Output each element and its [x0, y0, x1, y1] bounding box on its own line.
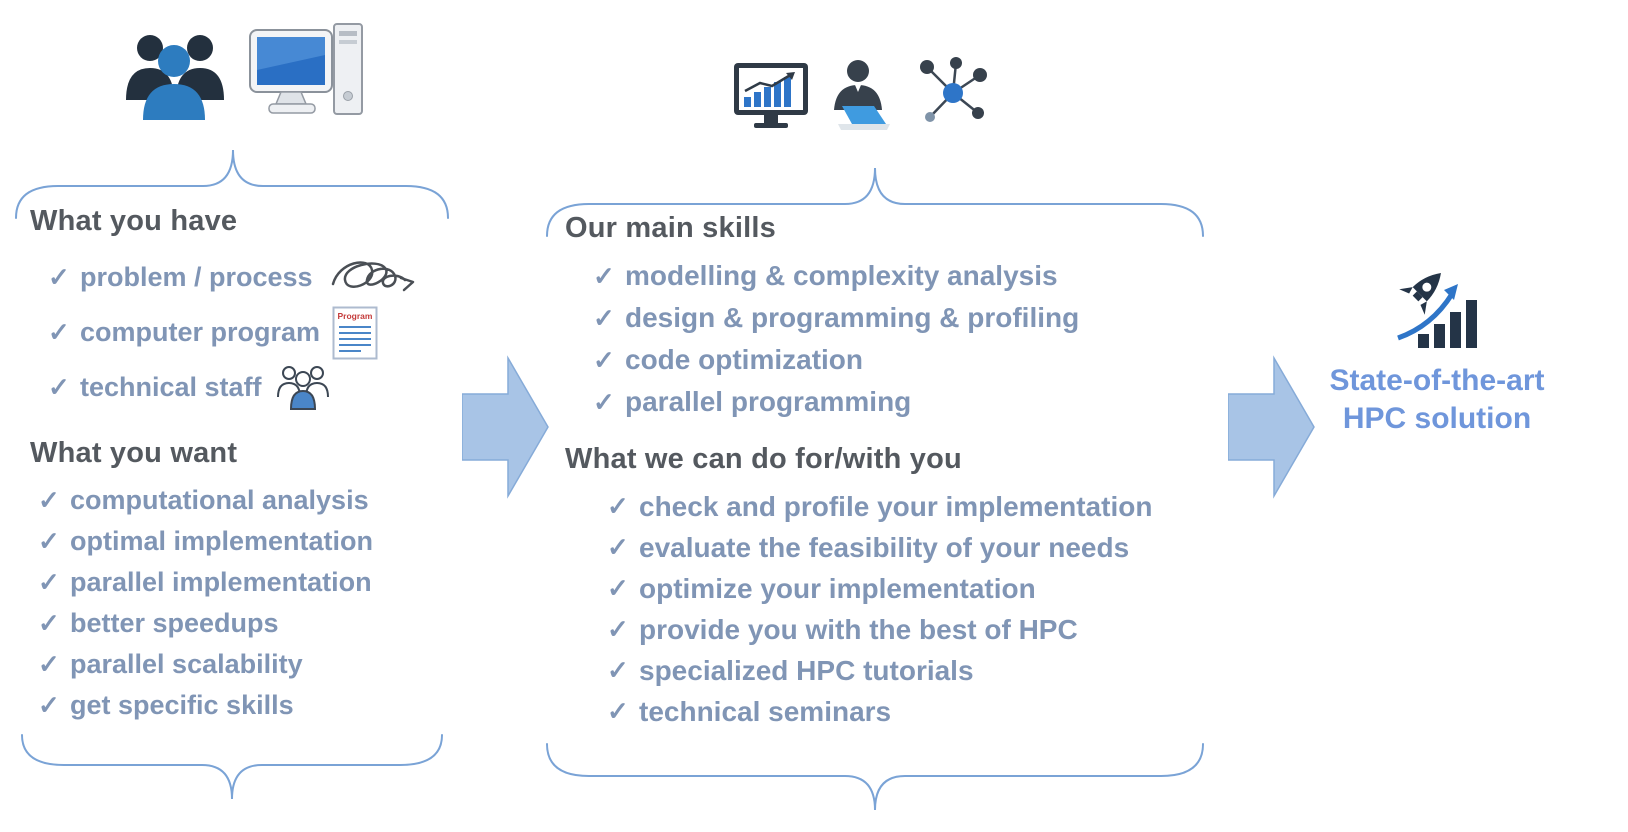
- arrow-right-1: [462, 352, 550, 502]
- list-item: ✓ parallel implementation: [38, 562, 470, 603]
- list-item: ✓ problem / process: [48, 250, 470, 305]
- check-icon: ✓: [593, 386, 615, 417]
- check-icon: ✓: [607, 532, 629, 562]
- list-item-label: evaluate the feasibility of your needs: [639, 531, 1130, 563]
- list-item-label: specialized HPC tutorials: [639, 654, 974, 686]
- arrow-right-2: [1228, 352, 1316, 502]
- want-list: ✓ computational analysis ✓ optimal impleme…: [30, 480, 470, 726]
- list-item: ✓ computational analysis: [38, 480, 470, 521]
- consultant-laptop-icon: [822, 58, 900, 133]
- list-item-label: problem / process: [80, 262, 313, 292]
- left-panel: What you have ✓ problem / process ✓ comp…: [30, 205, 470, 726]
- list-item-label: modelling & complexity analysis: [625, 260, 1058, 291]
- check-icon: ✓: [38, 608, 60, 638]
- check-icon: ✓: [593, 302, 615, 333]
- list-item: ✓ code optimization: [593, 339, 1245, 381]
- check-icon: ✓: [48, 262, 70, 292]
- list-item: ✓ provide you with the best of HPC: [607, 609, 1245, 650]
- middle-heading-skills: Our main skills: [565, 212, 776, 244]
- left-heading-have: What you have: [30, 205, 238, 237]
- list-item-label: check and profile your implementation: [639, 490, 1153, 522]
- list-item: ✓ optimize your implementation: [607, 568, 1245, 609]
- check-icon: ✓: [607, 696, 629, 726]
- middle-icons-row: [732, 55, 994, 133]
- list-item-label: optimal implementation: [70, 526, 374, 556]
- list-item-label: optimize your implementation: [639, 572, 1036, 604]
- check-icon: ✓: [38, 690, 60, 720]
- rocket-growth-chart-icon: [1390, 262, 1482, 354]
- offers-list: ✓ check and profile your implementation ✓…: [565, 486, 1245, 732]
- analytics-monitor-icon: [732, 61, 810, 133]
- list-item: ✓ optimal implementation: [38, 521, 470, 562]
- check-icon: ✓: [607, 491, 629, 521]
- middle-panel: Our main skills ✓ modelling & complexity …: [565, 212, 1245, 732]
- list-item: ✓ evaluate the feasibility of your needs: [607, 527, 1245, 568]
- list-item-label: code optimization: [625, 344, 863, 375]
- check-icon: ✓: [48, 372, 70, 402]
- users-icon: [112, 28, 237, 123]
- list-item: ✓ design & programming & profiling: [593, 297, 1245, 339]
- staff-icon: [274, 363, 332, 413]
- list-item-label: parallel implementation: [70, 567, 372, 597]
- check-icon: ✓: [607, 655, 629, 685]
- check-icon: ✓: [48, 317, 70, 347]
- list-item: ✓ better speedups: [38, 603, 470, 644]
- program-document-label: Program: [338, 311, 373, 321]
- list-item: ✓ computer program Program: [48, 305, 470, 360]
- list-item: ✓ check and profile your implementation: [607, 486, 1245, 527]
- have-list: ✓ problem / process ✓ computer program P…: [30, 250, 470, 415]
- skills-list: ✓ modelling & complexity analysis ✓ design…: [565, 255, 1245, 423]
- list-item-label: provide you with the best of HPC: [639, 613, 1078, 645]
- middle-bottom-brace: [545, 742, 1205, 814]
- list-item-label: parallel programming: [625, 386, 912, 417]
- list-item-label: computer program: [80, 317, 321, 347]
- list-item: ✓ parallel scalability: [38, 644, 470, 685]
- check-icon: ✓: [38, 567, 60, 597]
- program-document-icon: Program: [332, 306, 378, 360]
- list-item: ✓ modelling & complexity analysis: [593, 255, 1245, 297]
- check-icon: ✓: [38, 526, 60, 556]
- list-item: ✓ specialized HPC tutorials: [607, 650, 1245, 691]
- left-heading-want: What you want: [30, 437, 238, 469]
- list-item-label: get specific skills: [70, 690, 294, 720]
- list-item-label: technical staff: [80, 372, 262, 402]
- check-icon: ✓: [607, 573, 629, 603]
- check-icon: ✓: [38, 649, 60, 679]
- list-item-label: design & programming & profiling: [625, 302, 1080, 333]
- result-line-1: State-of-the-art: [1329, 364, 1545, 397]
- desktop-computer-icon: [248, 20, 366, 130]
- check-icon: ✓: [593, 260, 615, 291]
- list-item: ✓ technical staff: [48, 360, 470, 415]
- list-item-label: computational analysis: [70, 485, 369, 515]
- list-item: ✓ technical seminars: [607, 691, 1245, 732]
- list-item: ✓ get specific skills: [38, 685, 470, 726]
- check-icon: ✓: [38, 485, 60, 515]
- check-icon: ✓: [593, 344, 615, 375]
- middle-top-brace: [545, 160, 1205, 238]
- list-item: ✓ parallel programming: [593, 381, 1245, 423]
- scribble-icon: [325, 250, 417, 306]
- list-item-label: technical seminars: [639, 695, 892, 727]
- left-bottom-brace: [20, 733, 444, 803]
- result-line-2: HPC solution: [1342, 402, 1532, 435]
- list-item-label: better speedups: [70, 608, 279, 638]
- list-item-label: parallel scalability: [70, 649, 303, 679]
- network-icon: [912, 55, 994, 133]
- check-icon: ✓: [607, 614, 629, 644]
- left-top-brace: [14, 142, 450, 220]
- result-label: State-of-the-art HPC solution: [1303, 362, 1571, 438]
- middle-heading-offers: What we can do for/with you: [565, 443, 962, 475]
